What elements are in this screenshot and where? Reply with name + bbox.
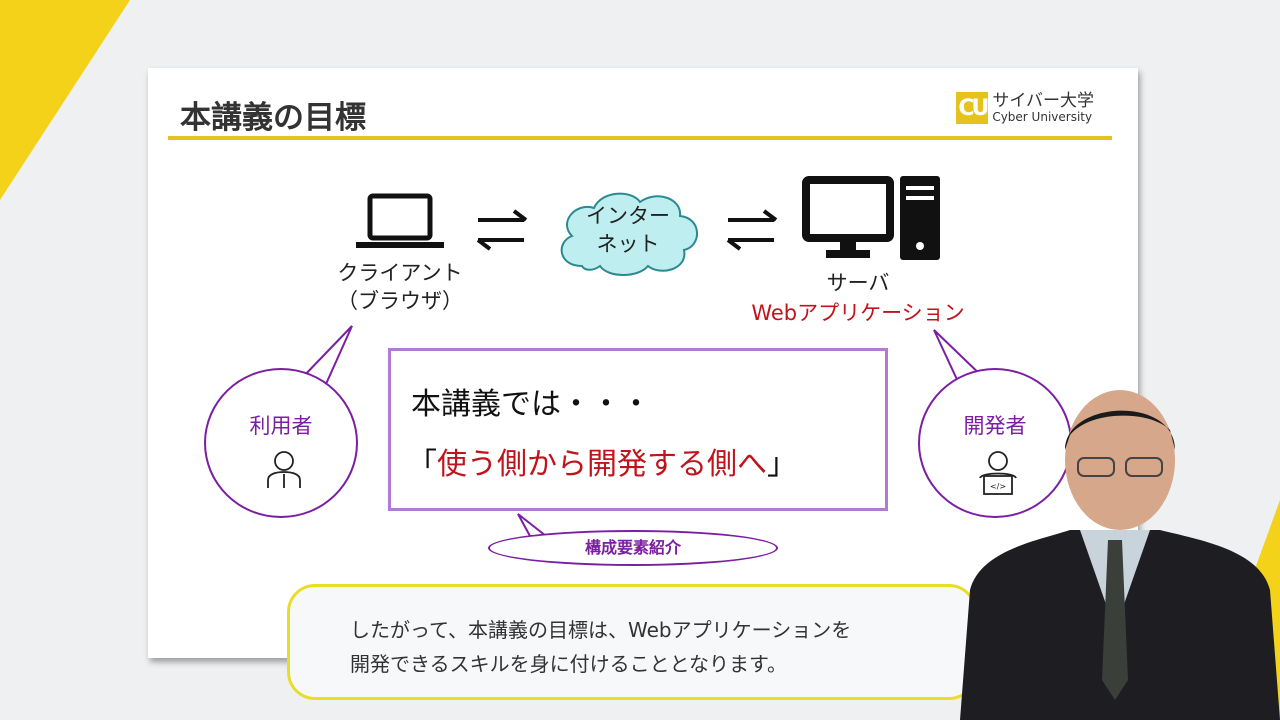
user-person-icon xyxy=(267,451,301,488)
bidirectional-arrow-icon xyxy=(476,209,528,251)
bidirectional-arrow-icon xyxy=(726,209,778,251)
internet-cloud: インター ネット xyxy=(552,186,704,278)
server-computer-icon xyxy=(802,176,940,260)
background-yellow-triangle xyxy=(0,0,130,200)
internet-label-line2: ネット xyxy=(596,232,660,256)
logo-name-ja: サイバー大学 xyxy=(992,91,1094,111)
bubble-tail xyxy=(299,325,353,384)
user-bubble-label: 利用者 xyxy=(249,414,313,438)
quote-open: 「 xyxy=(407,447,437,482)
presenter-video xyxy=(960,390,1280,720)
quote-close: 」 xyxy=(767,447,797,482)
internet-label-line1: インター xyxy=(586,204,670,228)
main-message-line1: 本講義では・・・ xyxy=(411,387,651,422)
laptop-icon xyxy=(356,193,444,248)
client-label: クライアント xyxy=(337,261,463,285)
client-sublabel: （ブラウザ） xyxy=(337,289,463,313)
developer-bubble: 開発者 </> xyxy=(918,368,1072,518)
logo-name-en: Cyber University xyxy=(992,110,1093,124)
svg-text:</>: </> xyxy=(990,482,1006,491)
main-message-box: 本講義では・・・ 「使う側から開発する側へ」 xyxy=(388,348,888,511)
web-application-label: Webアプリケーション xyxy=(751,301,965,325)
logo-mark: CU xyxy=(956,92,989,124)
slide-title: 本講義の目標 xyxy=(180,100,366,136)
caption-line2: 開発できるスキルを身に付けることとなります。 xyxy=(350,652,787,676)
title-underline xyxy=(168,136,1112,140)
server-label: サーバ xyxy=(826,271,890,295)
caption-box: したがって、本講義の目標は、Webアプリケーションを 開発できるスキルを身に付け… xyxy=(287,584,977,700)
main-message-highlight: 使う側から開発する側へ xyxy=(437,447,767,482)
developer-laptop-icon: </> xyxy=(979,451,1017,495)
main-message-line2: 「使う側から開発する側へ」 xyxy=(407,439,797,483)
developer-bubble-label: 開発者 xyxy=(963,414,1027,438)
user-bubble: 利用者 xyxy=(204,368,358,518)
components-intro-pill: 構成要素紹介 xyxy=(488,530,778,566)
caption-line1: したがって、本講義の目標は、Webアプリケーションを xyxy=(350,618,852,642)
